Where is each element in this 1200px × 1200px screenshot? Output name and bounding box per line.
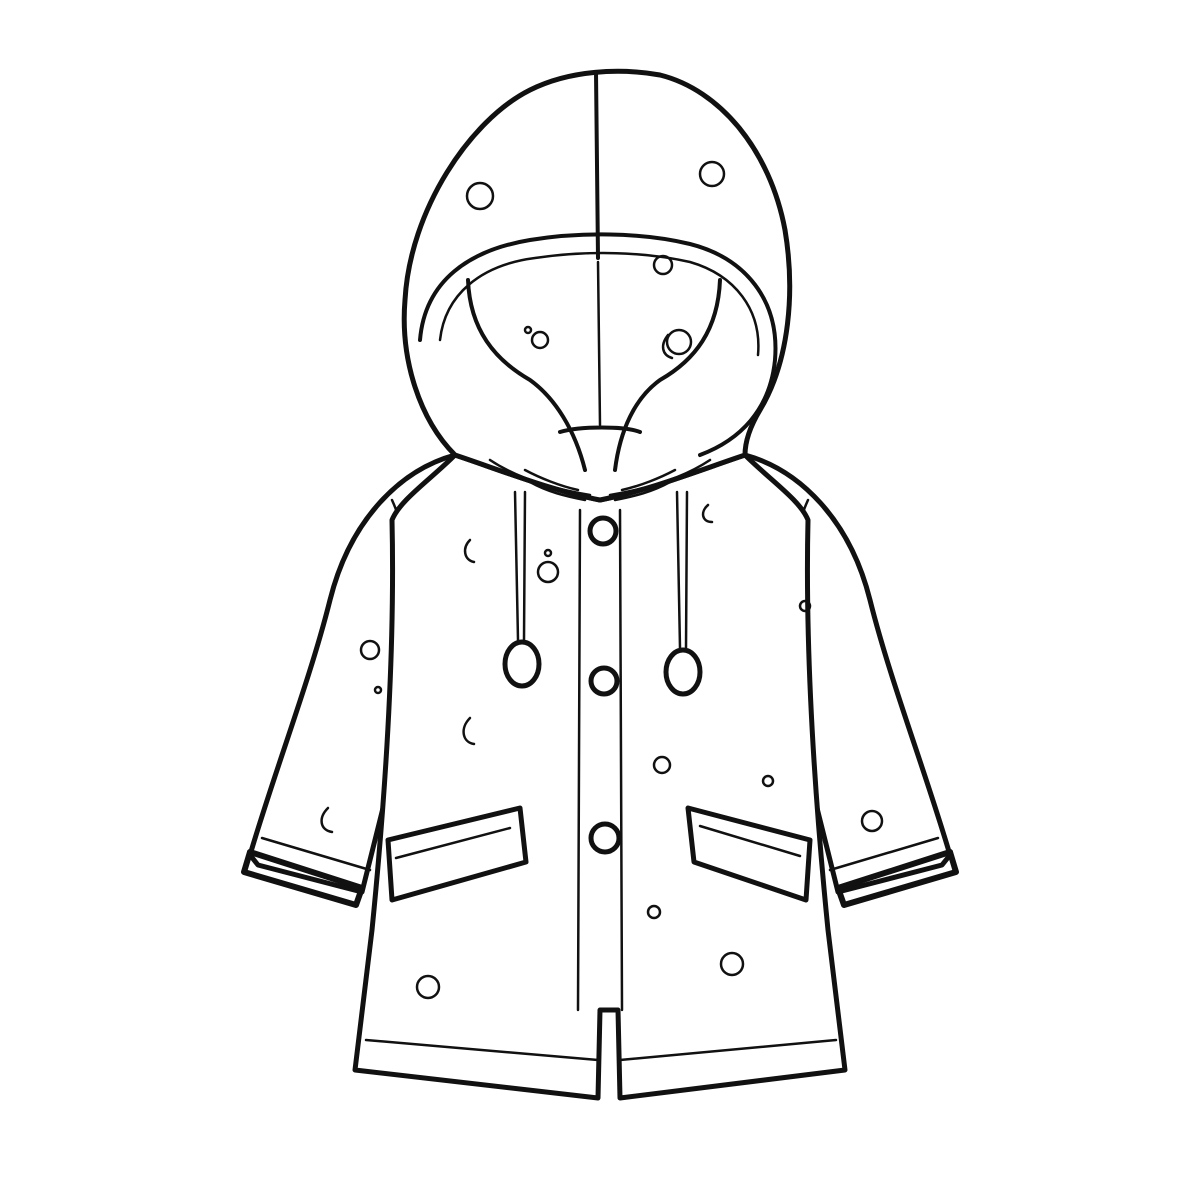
coat-button xyxy=(587,515,619,547)
coat-buttons xyxy=(587,515,622,855)
coat-button xyxy=(588,821,622,855)
drawstring-toggle-right xyxy=(663,647,703,697)
hood xyxy=(401,68,793,503)
drawstring-toggle-left xyxy=(502,639,542,689)
drawstrings xyxy=(502,490,703,697)
raindrops xyxy=(320,160,884,1000)
coat-button xyxy=(588,665,620,697)
left-pocket xyxy=(385,805,529,903)
right-pocket xyxy=(685,805,813,903)
